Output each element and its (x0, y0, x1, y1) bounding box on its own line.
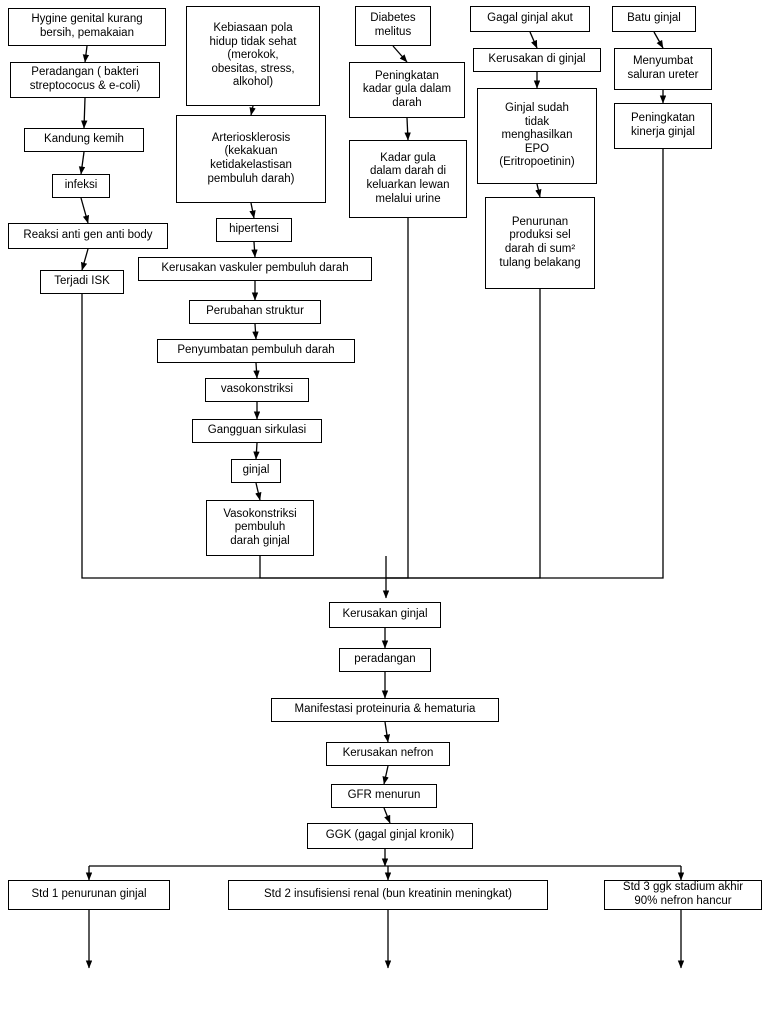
diagram-node-n29: Manifestasi proteinuria & hematuria (271, 698, 499, 722)
diagram-node-n26: Peningkatan kinerja ginjal (614, 103, 712, 149)
diagram-node-n15: ginjal (231, 459, 281, 483)
diagram-node-n21: Kerusakan di ginjal (473, 48, 601, 72)
diagram-node-n12: Penyumbatan pembuluh darah (157, 339, 355, 363)
connector (386, 149, 664, 579)
diagram-node-n31: GFR menurun (331, 784, 437, 808)
connector (382, 765, 389, 785)
diagram-node-n6: Terjadi ISK (40, 270, 124, 294)
diagram-node-n20: Gagal ginjal akut (470, 6, 590, 32)
diagram-node-n33: Std 1 penurunan ginjal (8, 880, 170, 910)
connector (253, 442, 260, 460)
connector (251, 241, 258, 258)
connector (653, 31, 664, 49)
connector (404, 117, 411, 141)
connector (82, 45, 90, 63)
connector (386, 289, 541, 579)
connector (259, 556, 386, 579)
connector (252, 323, 259, 340)
connector (383, 721, 391, 743)
diagram-node-n14: Gangguan sirkulasi (192, 419, 322, 443)
connector (249, 202, 256, 219)
connector (383, 807, 391, 824)
diagram-node-n2: Peradangan ( bakteri streptococus & e-co… (10, 62, 160, 98)
diagram-node-n9: hipertensi (216, 218, 292, 242)
connector (255, 482, 262, 501)
diagram-node-n27: Kerusakan ginjal (329, 602, 441, 628)
connector (535, 183, 542, 198)
diagram-node-n35: Std 3 ggk stadium akhir 90% nefron hancu… (604, 880, 762, 910)
diagram-node-n8: Arteriosklerosis (kekakuan ketidakelasti… (176, 115, 326, 203)
connector (81, 97, 88, 129)
diagram-node-n28: peradangan (339, 648, 431, 672)
diagram-node-n30: Kerusakan nefron (326, 742, 450, 766)
diagram-node-n7: Kebiasaan pola hidup tidak sehat (meroko… (186, 6, 320, 106)
diagram-node-n11: Perubahan struktur (189, 300, 321, 324)
diagram-node-n4: infeksi (52, 174, 110, 198)
connector (529, 31, 538, 49)
diagram-node-n16: Vasokonstriksi pembuluh darah ginjal (206, 500, 314, 556)
diagram-node-n1: Hygine genital kurang bersih, pemakaian (8, 8, 166, 46)
connector (80, 197, 90, 224)
diagram-node-n19: Kadar gula dalam darah di keluarkan lewa… (349, 140, 467, 218)
diagram-node-n5: Reaksi anti gen anti body (8, 223, 168, 249)
diagram-node-n25: Menyumbat saluran ureter (614, 48, 712, 90)
diagram-node-n22: Ginjal sudah tidak menghasilkan EPO (Eri… (477, 88, 597, 184)
connector (249, 105, 256, 116)
connector (80, 248, 89, 271)
connector (78, 151, 86, 175)
diagram-node-n23: Penurunan produksi sel darah di sum² tul… (485, 197, 595, 289)
diagram-node-n10: Kerusakan vaskuler pembuluh darah (138, 257, 372, 281)
diagram-node-n17: Diabetes melitus (355, 6, 431, 46)
diagram-node-n32: GGK (gagal ginjal kronik) (307, 823, 473, 849)
connector (81, 294, 386, 579)
connector (386, 218, 409, 579)
diagram-node-n18: Peningkatan kadar gula dalam darah (349, 62, 465, 118)
connector (253, 362, 260, 379)
connector (392, 45, 408, 63)
diagram-node-n34: Std 2 insufisiensi renal (bun kreatinin … (228, 880, 548, 910)
diagram-node-n13: vasokonstriksi (205, 378, 309, 402)
diagram-node-n24: Batu ginjal (612, 6, 696, 32)
diagram-node-n3: Kandung kemih (24, 128, 144, 152)
